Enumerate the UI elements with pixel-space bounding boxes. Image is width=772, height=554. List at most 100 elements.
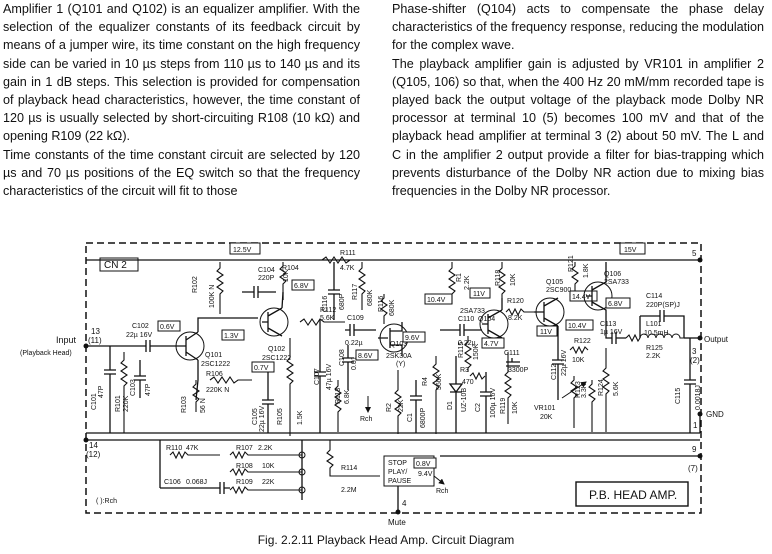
c114-value: 220P(SP)J xyxy=(646,302,680,309)
r118-label: R118 xyxy=(495,270,502,286)
resistor-r110 xyxy=(169,450,220,460)
resistor-r123 xyxy=(588,380,596,432)
rch-note: ( ):Rch xyxy=(96,498,117,505)
r122-label: R122 xyxy=(574,338,591,345)
r118-value: 10K xyxy=(510,273,517,286)
r123-value: 3.3K xyxy=(581,383,588,398)
r2-value: 22K xyxy=(398,399,405,412)
switch-stop-label: STOP xyxy=(388,460,407,467)
voltage-14-4: 14.4V xyxy=(572,294,591,301)
r3-label: R3 xyxy=(460,367,469,374)
q106-type: 2SA733 xyxy=(604,279,629,286)
resistor-r112 xyxy=(299,318,345,326)
r122-value: 10K xyxy=(572,357,585,364)
resistor-r107 xyxy=(229,450,302,460)
resistor-r103 xyxy=(192,380,200,412)
mute-label: Mute xyxy=(388,518,406,527)
r102-label: R102 xyxy=(192,276,199,293)
voltage-15: 15V xyxy=(624,247,637,254)
q103-label: Q103 xyxy=(390,341,407,348)
resistor-r119 xyxy=(504,352,512,424)
c104-label: C104 xyxy=(258,267,275,274)
terminal-13-alt: (11) xyxy=(88,336,102,345)
voltage-11-b: 11V xyxy=(540,329,552,336)
c104-value: 220P xyxy=(258,275,275,282)
voltage-9-6: 9.6V xyxy=(405,335,420,342)
c111-value: 3300P xyxy=(508,367,529,374)
r116-value: 680K xyxy=(389,299,396,316)
resistor-r1 xyxy=(448,262,456,304)
c108-label: C108 xyxy=(339,349,346,366)
resistor-r109 xyxy=(229,485,302,495)
r109-value: 22K xyxy=(262,479,275,486)
resistor-r102 xyxy=(216,262,224,314)
c113-value: 1µ 16V xyxy=(600,329,623,336)
resistor-r104 xyxy=(279,262,287,294)
r120-label: R120 xyxy=(507,298,524,305)
c101-label: C101 xyxy=(91,393,98,410)
rch-arrow-label: Rch xyxy=(360,416,373,423)
c116-value: 680P xyxy=(339,293,346,310)
q105-type: 2SC900 xyxy=(546,287,571,294)
resistor-r118 xyxy=(498,262,506,298)
voltage-10-4-b: 10.4V xyxy=(568,323,587,330)
q101-label: Q101 xyxy=(205,352,222,359)
c110-label: C110 xyxy=(458,316,474,323)
r106-value: 220K N xyxy=(206,387,229,394)
q102-label: Q102 xyxy=(268,346,285,353)
l101-label: L101 xyxy=(646,321,662,328)
q104-label: Q104 xyxy=(478,316,495,323)
title-box-label: P.B. HEAD AMP. xyxy=(589,488,677,502)
terminal-14-alt: (12) xyxy=(86,450,101,459)
r110-value: 47K xyxy=(186,445,199,452)
resistor-r115 xyxy=(464,336,472,372)
voltage-0-6: 0.6V xyxy=(160,324,175,331)
voltage-4-7: 4.7V xyxy=(484,341,499,348)
r109-label: R109 xyxy=(236,479,253,486)
q102-type: 2SC1222 xyxy=(262,355,291,362)
connector-label: CN 2 xyxy=(104,260,127,271)
terminal-9: 9 xyxy=(692,445,697,454)
switch-voltage-a: 0.8V xyxy=(416,461,431,468)
c103-value: 47P xyxy=(145,383,152,396)
voltage-12-5: 12.5V xyxy=(233,247,252,254)
c105-value: 22µ 16V xyxy=(259,405,266,432)
terminal-3-alt: (2) xyxy=(690,356,700,365)
terminal-3: 3 xyxy=(692,347,697,356)
r115-label: R115 xyxy=(458,342,465,358)
r108-label: R108 xyxy=(236,463,253,470)
terminal-1: 1 xyxy=(693,421,698,430)
voltage-6-8-b: 6.8V xyxy=(608,301,623,308)
r103-value: 56 N xyxy=(200,398,207,413)
r105-label: R105 xyxy=(277,408,284,425)
r125-value: 2.2K xyxy=(646,353,661,360)
d1-label: D1 xyxy=(447,401,454,410)
r124-label: R124 xyxy=(598,379,605,396)
resistor-r4 xyxy=(432,356,440,434)
r114-value: 2.2M xyxy=(341,487,357,494)
c105-label: C105 xyxy=(252,408,259,425)
q103-rank: (Y) xyxy=(396,361,405,368)
right-paragraph-2: The playback amplifier gain is adjusted … xyxy=(392,56,764,199)
resistor-r125 xyxy=(625,333,641,343)
c1-label: C1 xyxy=(407,413,414,422)
resistor-r121 xyxy=(571,262,579,292)
c103-label: C103 xyxy=(130,379,137,396)
r101-value: 220K xyxy=(123,395,130,412)
voltage-10-4-a: 10.4V xyxy=(427,297,446,304)
q104-type: 2SA733 xyxy=(460,308,485,315)
left-paragraph-2: Time constants of the time constant circ… xyxy=(3,147,360,199)
resistor-r122 xyxy=(569,345,589,355)
right-text-column: Phase-shifter (Q104) acts to compensate … xyxy=(392,0,764,200)
resistor-r114 xyxy=(326,440,380,477)
resistor-r101 xyxy=(120,352,128,433)
c1-value: 6800P xyxy=(420,407,427,428)
right-paragraph-1: Phase-shifter (Q104) acts to compensate … xyxy=(392,2,764,53)
vr101-value: 20K xyxy=(540,414,553,421)
terminal-4: 4 xyxy=(402,499,407,508)
r4-value: 560K xyxy=(436,373,443,390)
resistor-r120 xyxy=(505,307,534,317)
q103-type: 2SK30A xyxy=(386,353,412,360)
r1-label: R1 xyxy=(456,273,463,282)
